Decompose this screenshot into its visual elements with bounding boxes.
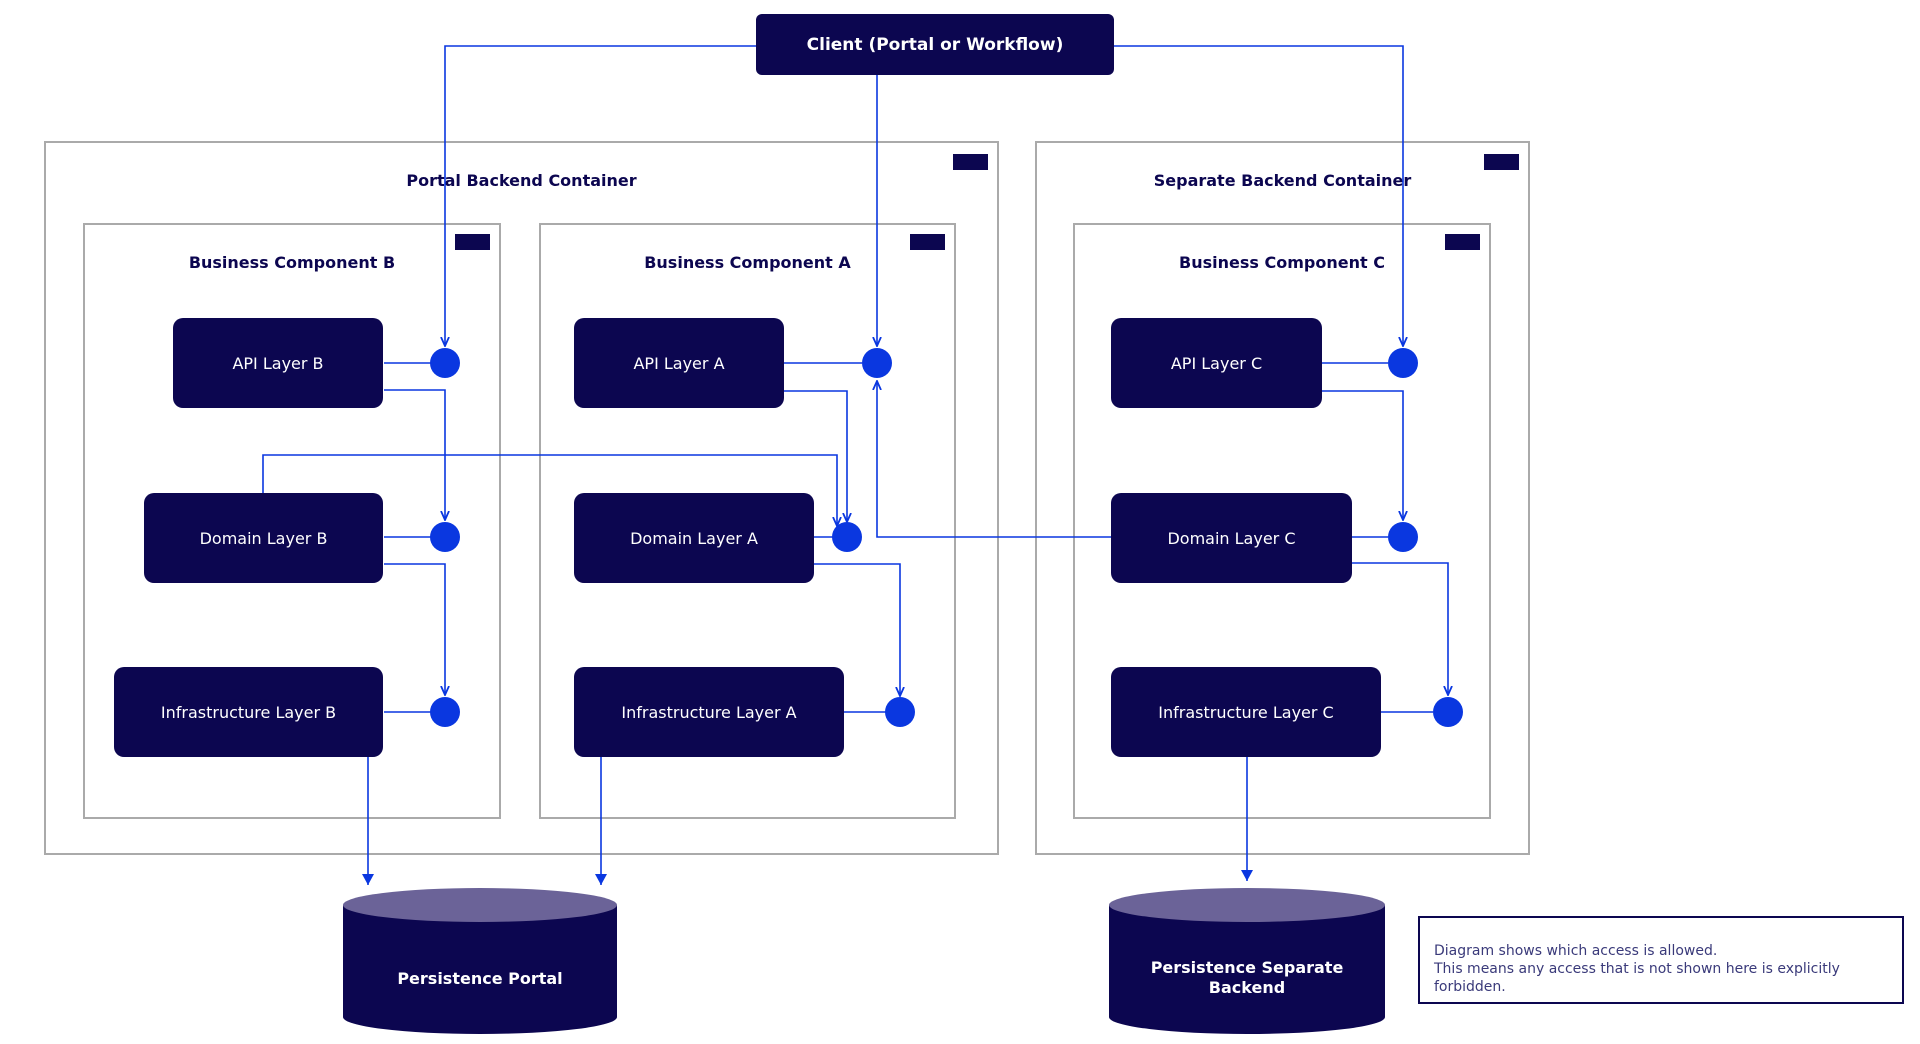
infrastructure-layer-b: Infrastructure Layer B xyxy=(114,667,383,757)
component-b-title: Business Component B xyxy=(188,253,396,272)
business-component-a: Business Component A xyxy=(539,223,956,819)
domain-b-interface-port xyxy=(430,522,460,552)
component-tag-icon xyxy=(910,234,945,250)
separate-container-title: Separate Backend Container xyxy=(1153,171,1412,190)
api-b-interface-port xyxy=(430,348,460,378)
persistence-separate-db: Persistence Separate Backend xyxy=(1109,888,1385,1034)
domain-c-to-infra-c xyxy=(1352,562,1448,695)
domain-layer-b: Domain Layer B xyxy=(144,493,383,583)
domain-b-to-infra-b xyxy=(384,563,445,695)
component-c-title: Business Component C xyxy=(1179,253,1385,272)
business-component-c: Business Component C xyxy=(1073,223,1491,819)
persistence-portal-db: Persistence Portal xyxy=(343,888,617,1034)
note-line-1: Diagram shows which access is allowed. xyxy=(1434,943,1718,959)
infra-b-interface-port xyxy=(430,697,460,727)
domain-a-interface-port xyxy=(832,522,862,552)
component-tag-icon xyxy=(455,234,490,250)
note-line-2: This means any access that is not shown … xyxy=(1434,961,1840,995)
domain-a-to-infra-a xyxy=(814,563,900,696)
portal-container-title: Portal Backend Container xyxy=(406,171,637,190)
domain-b-to-domain-a xyxy=(262,454,837,526)
api-c-to-domain-c xyxy=(1322,390,1403,520)
infra-a-interface-port xyxy=(885,697,915,727)
persistence-separate-label-line2: Backend xyxy=(1209,978,1285,997)
api-a-interface-port xyxy=(862,348,892,378)
container-tag-icon xyxy=(1484,154,1519,170)
persistence-portal-label: Persistence Portal xyxy=(397,969,562,988)
component-a-title: Business Component A xyxy=(644,253,851,272)
api-layer-b: API Layer B xyxy=(173,318,383,408)
api-layer-a: API Layer A xyxy=(574,318,784,408)
diagram-note: Diagram shows which access is allowed. T… xyxy=(1418,916,1904,1004)
domain-c-interface-port xyxy=(1388,522,1418,552)
separate-backend-container: Separate Backend Container xyxy=(1035,141,1530,855)
persistence-separate-label-line1: Persistence Separate xyxy=(1151,958,1344,977)
domain-layer-a: Domain Layer A xyxy=(574,493,814,583)
api-c-interface-port xyxy=(1388,348,1418,378)
client-to-api-c xyxy=(1114,45,1403,346)
component-tag-icon xyxy=(1445,234,1480,250)
client-to-api-b xyxy=(445,45,758,346)
domain-c-to-api-a xyxy=(877,381,1111,538)
portal-backend-container: Portal Backend Container xyxy=(44,141,999,855)
infrastructure-layer-c: Infrastructure Layer C xyxy=(1111,667,1381,757)
business-component-b: Business Component B xyxy=(83,223,501,819)
domain-layer-c: Domain Layer C xyxy=(1111,493,1352,583)
infra-c-interface-port xyxy=(1433,697,1463,727)
infrastructure-layer-a: Infrastructure Layer A xyxy=(574,667,844,757)
api-b-to-domain-b xyxy=(384,389,445,520)
api-a-to-domain-a xyxy=(784,390,847,522)
client-node: Client (Portal or Workflow) xyxy=(756,14,1114,75)
container-tag-icon xyxy=(953,154,988,170)
api-layer-c: API Layer C xyxy=(1111,318,1322,408)
